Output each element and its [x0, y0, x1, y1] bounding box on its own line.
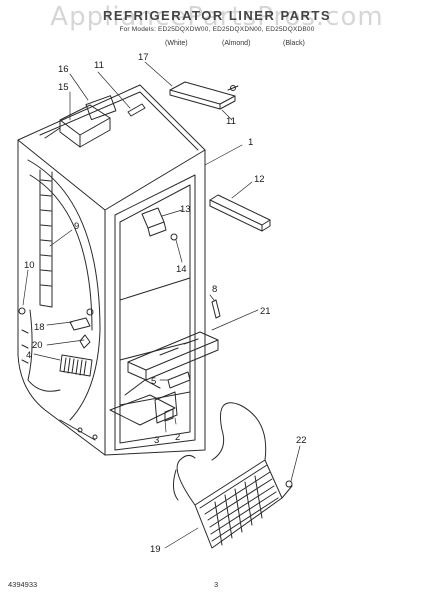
part-17-top-rail	[169, 81, 239, 110]
callout-11-right: 11	[226, 116, 236, 127]
part-21-shelf	[127, 331, 219, 381]
part-5-bracket	[167, 371, 191, 389]
part-10-screw	[18, 307, 26, 315]
callout-13: 13	[180, 204, 191, 215]
part-11-clip-left	[127, 103, 146, 117]
part-19-heater	[172, 402, 293, 549]
callout-17: 17	[138, 52, 149, 63]
callout-19: 19	[150, 544, 161, 555]
footer-page-number: 3	[214, 580, 219, 589]
part-12-rail	[209, 194, 271, 232]
callout-16: 16	[58, 64, 69, 75]
color-black-label: (Black)	[283, 40, 305, 47]
callout-15: 15	[58, 82, 69, 93]
callout-21: 21	[260, 306, 271, 317]
callout-4: 4	[26, 350, 31, 361]
diagram-title: REFRIGERATOR LINER PARTS	[102, 8, 332, 23]
callout-18: 18	[34, 322, 45, 333]
watermark: AppliancePartsPros.com	[50, 2, 384, 32]
part-15-16-bracket	[44, 95, 117, 148]
model-list: For Models: ED25DQXDW00, ED25DQXDN00, ED…	[119, 26, 315, 33]
part-18-20	[69, 308, 94, 349]
callout-22: 22	[296, 435, 307, 446]
part-8-screw	[211, 299, 221, 319]
callout-5: 5	[151, 376, 156, 387]
callout-8: 8	[212, 284, 217, 295]
callout-14: 14	[176, 264, 187, 275]
callout-9: 9	[74, 221, 79, 232]
callout-1: 1	[248, 137, 253, 148]
callout-numbers: 1 2 3 4 5 8 9 10 11 11 12 13 14 15 16 17…	[24, 52, 307, 555]
callout-10: 10	[24, 260, 35, 271]
part-2-3-bracket	[154, 391, 178, 424]
callout-2: 2	[175, 432, 180, 443]
part-4-vent	[59, 354, 93, 377]
callout-11-left: 11	[94, 60, 104, 71]
leader-lines	[22, 61, 301, 549]
footer-part-code: 4394933	[8, 580, 38, 589]
callout-3: 3	[154, 435, 159, 446]
color-white-label: (White)	[165, 40, 188, 47]
callout-20: 20	[32, 340, 43, 351]
color-almond-label: (Almond)	[222, 40, 251, 47]
part-13-14-bracket	[141, 207, 178, 241]
callout-12: 12	[254, 174, 265, 185]
